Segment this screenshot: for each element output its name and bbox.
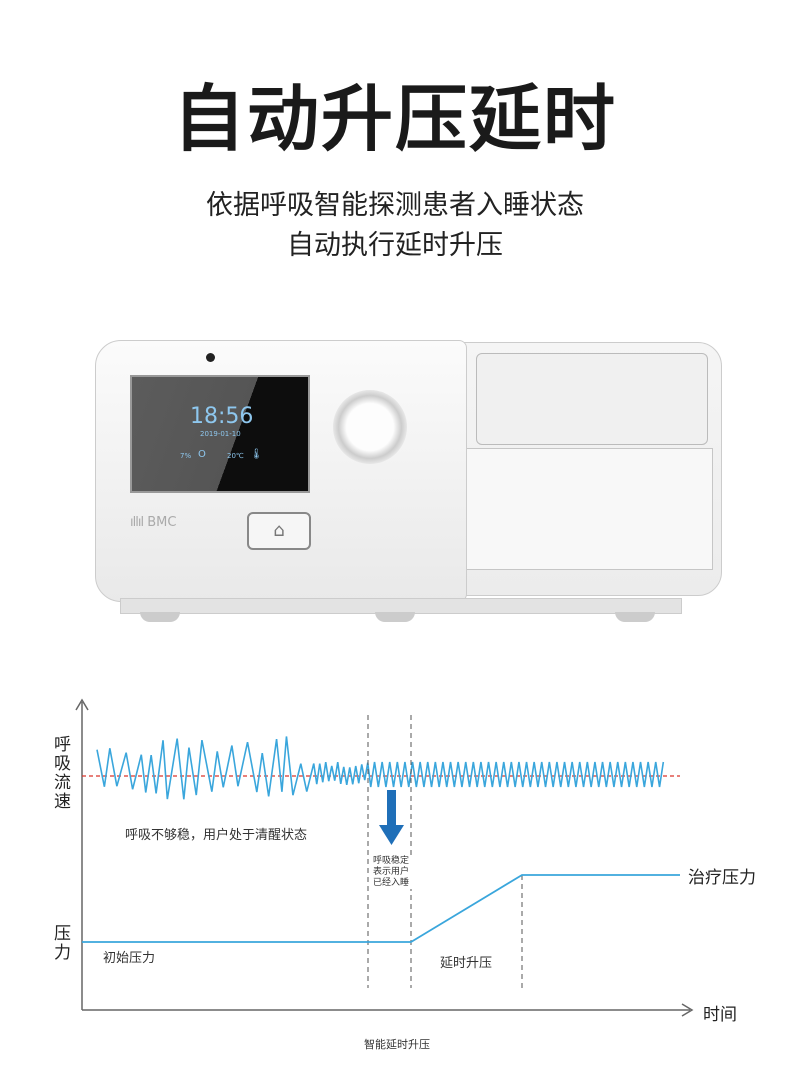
- y-label-pressure: 压力: [54, 924, 71, 963]
- pressure-line: [82, 874, 680, 943]
- screen-humidity: 7%: [180, 452, 192, 460]
- delay-ramp-diagram: [75, 698, 694, 1017]
- therapy-pressure-label: 治疗压力: [688, 868, 756, 888]
- screen-time: 18:56: [190, 404, 254, 429]
- breathing-flow-wave: [96, 736, 665, 800]
- page-title: 自动升压延时: [172, 77, 617, 161]
- subtitle-line-1: 依据呼吸智能探测患者入睡状态: [206, 190, 584, 221]
- delay-ramp-label: 延时升压: [440, 956, 493, 971]
- diagram-caption: 智能延时升压: [364, 1038, 430, 1051]
- device-screen: 18:56 2019-01-10 7% O 20℃ 🌡: [130, 375, 310, 493]
- screen-date: 2019-01-10: [200, 430, 241, 438]
- down-arrow-head: [379, 825, 404, 845]
- initial-pressure-label: 初始压力: [103, 951, 156, 966]
- awake-note: 呼吸不够稳，用户处于清醒状态: [125, 828, 308, 843]
- home-icon: ⌂: [273, 520, 285, 541]
- device-foot: [615, 612, 655, 622]
- device-foot: [375, 612, 415, 622]
- camera-dot: [206, 353, 215, 362]
- x-label: 时间: [703, 1005, 737, 1025]
- y-label-flow: 呼吸流速: [54, 735, 71, 812]
- water-tank: [420, 342, 722, 596]
- brand-logo: ıllıl BMC: [130, 515, 177, 530]
- screen-temperature: 20℃: [227, 452, 244, 460]
- control-knob[interactable]: [333, 390, 407, 464]
- y-axis-arrow: [75, 698, 89, 711]
- x-axis-arrow: [681, 1003, 694, 1017]
- down-arrow-icon: [387, 790, 396, 826]
- thermometer-icon: 🌡: [250, 449, 263, 460]
- asleep-note: 呼吸稳定表示用户已经入睡: [370, 856, 412, 889]
- home-button[interactable]: ⌂: [247, 512, 311, 550]
- o2-icon: O: [198, 449, 206, 460]
- device-foot: [140, 612, 180, 622]
- subtitle-line-2: 自动执行延时升压: [287, 230, 503, 261]
